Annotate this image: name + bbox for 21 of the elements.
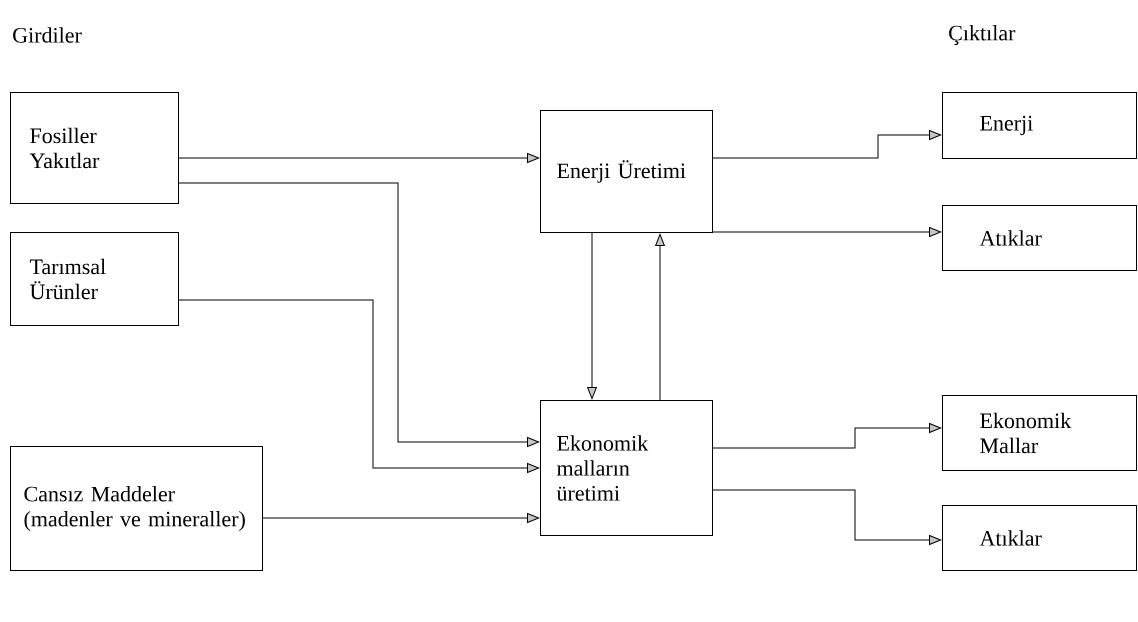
process-box: Tarımsal Ürünler <box>10 232 179 326</box>
arrow <box>262 513 540 523</box>
column-heading: Girdiler <box>13 27 82 43</box>
arrow <box>178 299 540 473</box>
arrow <box>712 227 942 237</box>
process-box: Atıklar <box>942 505 1137 571</box>
process-box: Atıklar <box>942 205 1137 271</box>
arrow <box>178 182 540 447</box>
arrow <box>655 233 665 401</box>
process-box: Enerji Üretimi <box>540 110 713 233</box>
arrow <box>587 232 597 400</box>
arrow <box>712 489 942 545</box>
column-heading: Çıktılar <box>949 25 1016 45</box>
arrow <box>178 153 540 163</box>
process-box: Enerji <box>942 92 1137 159</box>
arrow <box>712 423 942 449</box>
process-box: Cansız Maddeler (madenler ve mineraller) <box>10 446 263 571</box>
arrow <box>712 130 942 159</box>
process-box: Fosiller Yakıtlar <box>10 92 179 204</box>
process-box: Ekonomik malların üretimi <box>540 400 713 536</box>
process-box: Ekonomik Mallar <box>942 395 1137 471</box>
